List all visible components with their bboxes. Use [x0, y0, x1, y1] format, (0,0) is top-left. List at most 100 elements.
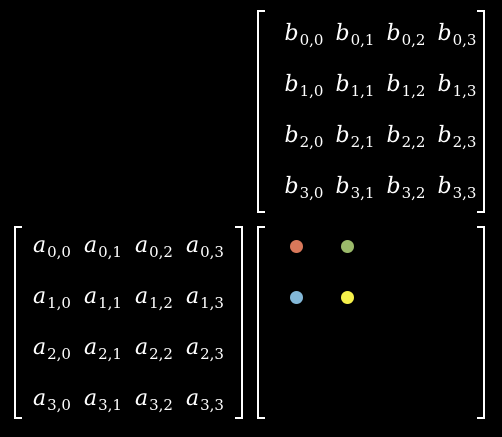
entry-index: 3,3: [200, 396, 224, 414]
result-dot: [341, 240, 354, 253]
entry-symbol: a: [33, 233, 47, 258]
matrix-b-entry: b2,3: [431, 121, 483, 151]
matrix-a-entry: a3,0: [26, 384, 78, 414]
matrix-b-entry: b0,3: [431, 19, 483, 49]
matrix-b-entry: b0,1: [329, 19, 381, 49]
matrix-b-entry: b2,1: [329, 121, 381, 151]
result-dot: [341, 291, 354, 304]
entry-symbol: b: [284, 21, 299, 46]
result-matrix-left-bracket: [257, 226, 265, 419]
entry-symbol: a: [186, 386, 200, 411]
entry-symbol: a: [135, 386, 149, 411]
matrix-b-entry: b1,2: [380, 70, 432, 100]
entry-symbol: a: [135, 284, 149, 309]
entry-index: 3,0: [47, 396, 71, 414]
entry-symbol: b: [386, 72, 401, 97]
entry-index: 3,2: [401, 184, 426, 202]
entry-index: 3,2: [149, 396, 173, 414]
entry-index: 2,1: [98, 345, 122, 363]
matrix-a-entry: a1,0: [26, 282, 78, 312]
entry-symbol: b: [386, 174, 401, 199]
entry-symbol: a: [84, 386, 98, 411]
result-matrix: [257, 226, 485, 419]
entry-symbol: a: [33, 335, 47, 360]
entry-symbol: a: [135, 335, 149, 360]
entry-index: 2,2: [149, 345, 173, 363]
matrix-b-entry: b3,2: [380, 172, 432, 202]
entry-index: 0,0: [299, 31, 324, 49]
entry-symbol: b: [437, 72, 452, 97]
entry-symbol: a: [186, 335, 200, 360]
entry-index: 1,3: [452, 82, 477, 100]
entry-index: 1,0: [299, 82, 324, 100]
matrix-a-entry: a0,3: [179, 231, 231, 261]
matrix-a-entry: a3,1: [77, 384, 129, 414]
matrix-b-left-bracket: [257, 10, 265, 213]
entry-index: 0,2: [401, 31, 426, 49]
entry-symbol: b: [335, 21, 350, 46]
entry-symbol: a: [84, 233, 98, 258]
matrix-b-entry: b3,1: [329, 172, 381, 202]
result-matrix-right-bracket: [477, 226, 485, 419]
entry-index: 1,1: [98, 294, 122, 312]
entry-symbol: b: [386, 21, 401, 46]
result-dot: [290, 240, 303, 253]
entry-index: 1,3: [200, 294, 224, 312]
matrix-a-entry: a0,0: [26, 231, 78, 261]
matrix-b-entry: b1,0: [278, 70, 330, 100]
entry-symbol: b: [386, 123, 401, 148]
entry-symbol: b: [335, 123, 350, 148]
entry-symbol: b: [335, 174, 350, 199]
entry-index: 2,3: [452, 133, 477, 151]
matrix-a-entry: a2,0: [26, 333, 78, 363]
matrix-a-entry: a1,1: [77, 282, 129, 312]
entry-index: 1,2: [401, 82, 426, 100]
entry-symbol: b: [437, 21, 452, 46]
entry-index: 2,1: [350, 133, 375, 151]
entry-index: 3,0: [299, 184, 324, 202]
matrix-b-entry: b2,2: [380, 121, 432, 151]
matrix-b-entry: b3,3: [431, 172, 483, 202]
entry-symbol: a: [84, 284, 98, 309]
entry-index: 2,0: [47, 345, 71, 363]
entry-index: 2,0: [299, 133, 324, 151]
entry-symbol: b: [284, 72, 299, 97]
entry-index: 1,0: [47, 294, 71, 312]
matrix-b-entry: b0,2: [380, 19, 432, 49]
matrix-a-entry: a2,2: [128, 333, 180, 363]
result-dot: [290, 291, 303, 304]
entry-index: 0,3: [200, 243, 224, 261]
entry-symbol: b: [437, 123, 452, 148]
entry-symbol: b: [335, 72, 350, 97]
entry-index: 0,1: [98, 243, 122, 261]
matrix-a-entry: a1,2: [128, 282, 180, 312]
entry-symbol: a: [84, 335, 98, 360]
matrix-b-entry: b3,0: [278, 172, 330, 202]
entry-index: 3,1: [350, 184, 375, 202]
entry-index: 2,2: [401, 133, 426, 151]
entry-index: 2,3: [200, 345, 224, 363]
matrix-b-entry: b2,0: [278, 121, 330, 151]
matrix-a-entry: a3,2: [128, 384, 180, 414]
matrix-a-entry: a3,3: [179, 384, 231, 414]
matrix-a-entry: a1,3: [179, 282, 231, 312]
entry-index: 0,1: [350, 31, 375, 49]
entry-symbol: a: [186, 233, 200, 258]
matrix-a-entry: a2,1: [77, 333, 129, 363]
entry-symbol: a: [135, 233, 149, 258]
matrix-b-right-bracket: [477, 10, 485, 213]
matrix-a-left-bracket: [14, 226, 22, 419]
entry-index: 0,0: [47, 243, 71, 261]
matrix-b-entry: b1,1: [329, 70, 381, 100]
entry-index: 0,2: [149, 243, 173, 261]
entry-symbol: b: [284, 174, 299, 199]
entry-index: 3,3: [452, 184, 477, 202]
entry-index: 0,3: [452, 31, 477, 49]
matrix-b-entry: b0,0: [278, 19, 330, 49]
matrix-a-entry: a0,1: [77, 231, 129, 261]
entry-index: 3,1: [98, 396, 122, 414]
entry-symbol: a: [33, 386, 47, 411]
matrix-a-entry: a0,2: [128, 231, 180, 261]
